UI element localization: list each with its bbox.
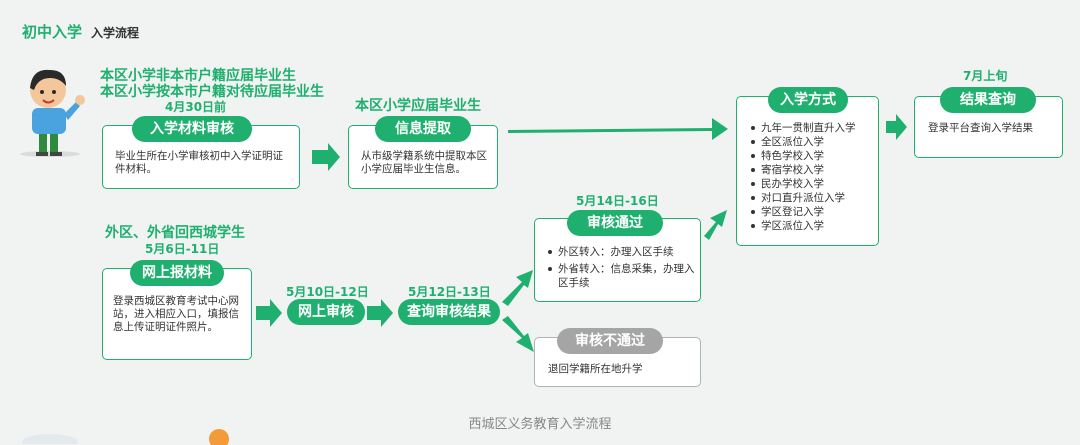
pass-date: 5月14日-16日 [576, 194, 659, 208]
method-item: 特色学校入学 [750, 149, 856, 163]
arrow-pass-to-methods [704, 210, 727, 240]
student-illustration [20, 69, 85, 157]
extract-heading: 本区小学应届毕业生 [355, 98, 481, 114]
query-date: 5月12日-13日 [408, 285, 491, 299]
info-extract-desc: 从市级学籍系统中提取本区小学应届毕业生信息。 [361, 150, 487, 175]
result-title: 结果查询 [940, 87, 1036, 113]
arrow-review-to-query [367, 299, 393, 327]
method-item: 学区派位入学 [750, 219, 856, 233]
page-caption: 西城区义务教育入学流程 [468, 417, 612, 432]
page-subtitle: 入学流程 [91, 26, 140, 40]
online-submit-desc: 登录西城区教育考试中心网站，进入相应入口，填报信息上传证明证件照片。 [113, 295, 239, 333]
method-item: 民办学校入学 [750, 177, 856, 191]
balloon-decoration [209, 429, 229, 445]
method-item: 寄宿学校入学 [750, 163, 856, 177]
methods-box [736, 96, 879, 246]
review-date: 5月10日-12日 [286, 285, 369, 299]
pass-item: 外省转入：信息采集，办理入区手续 [547, 262, 697, 290]
pass-list: 外区转入：办理入区手续外省转入：信息采集，办理入区手续 [547, 245, 697, 293]
arrow-extract-to-methods [508, 118, 728, 140]
arrow-review-to-extract [312, 143, 340, 171]
method-item: 全区派位入学 [750, 135, 856, 149]
outside-heading: 外区、外省回西城学生 [105, 225, 245, 241]
material-review-step: 入学材料审核 [132, 116, 252, 142]
online-submit-step: 网上报材料 [130, 260, 224, 286]
info-extract-step: 信息提取 [375, 116, 471, 142]
cloud-decoration [22, 434, 78, 444]
arrow-query-to-fail [502, 316, 534, 352]
result-desc: 登录平台查询入学结果 [928, 122, 1033, 134]
local-heading-line2: 本区小学按本市户籍对待应届毕业生 [100, 84, 324, 100]
arrow-query-to-pass [502, 270, 533, 306]
local-date: 4月30日前 [165, 100, 227, 114]
fail-desc: 退回学籍所在地升学 [548, 363, 643, 375]
methods-title: 入学方式 [768, 87, 848, 113]
method-item: 九年一贯制直升入学 [750, 121, 856, 135]
material-review-desc: 毕业生所在小学审核初中入学证明证件材料。 [115, 150, 283, 175]
local-heading-line1: 本区小学非本市户籍应届毕业生 [100, 68, 296, 84]
method-item: 对口直升派位入学 [750, 191, 856, 205]
arrow-methods-to-result [886, 114, 907, 140]
methods-list: 九年一贯制直升入学全区派位入学特色学校入学寄宿学校入学民办学校入学对口直升派位入… [750, 121, 856, 233]
fail-title: 审核不通过 [557, 328, 663, 354]
arrow-submit-to-review [256, 299, 282, 327]
online-review-step: 网上审核 [287, 299, 365, 325]
result-date: 7月上旬 [963, 69, 1008, 83]
outside-date: 5月6日-11日 [145, 242, 220, 256]
pass-item: 外区转入：办理入区手续 [547, 245, 697, 259]
page-title: 初中入学 [22, 23, 83, 41]
method-item: 学区登记入学 [750, 205, 856, 219]
query-result-step: 查询审核结果 [398, 299, 500, 325]
pass-title: 审核通过 [567, 210, 663, 236]
